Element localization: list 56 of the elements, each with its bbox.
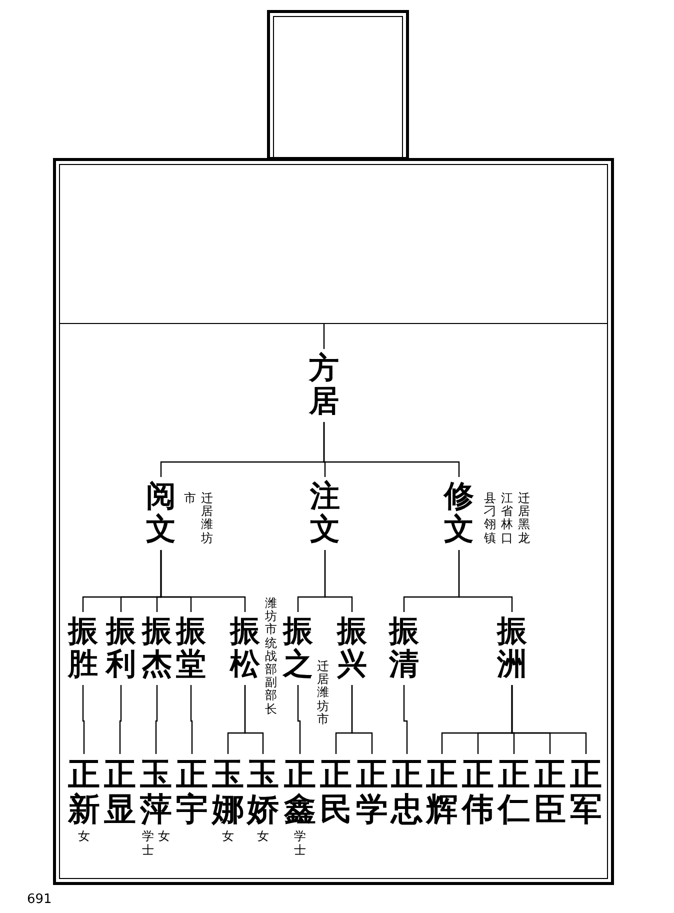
tablet-box (267, 10, 409, 160)
tree-line (324, 550, 353, 612)
person-name: 正鑫 (284, 757, 316, 828)
person-name: 正新 (68, 757, 100, 828)
tree-line (155, 685, 158, 754)
tree-line (403, 685, 408, 754)
tree-line (119, 685, 122, 754)
tree-line (323, 422, 460, 477)
person-name: 振兴 (337, 615, 367, 681)
person-name: 振洲 (497, 615, 527, 681)
person-name: 振胜 (68, 615, 98, 681)
person-name: 振杰 (142, 615, 172, 681)
note-text: 学士 (294, 830, 306, 857)
person-name: 正宇 (176, 757, 208, 828)
note-text: 迁居黑龙江省林口县刁翎镇 (484, 492, 530, 545)
tree-line (82, 685, 85, 754)
person-name: 阅文 (146, 480, 176, 546)
person-name: 振清 (389, 615, 419, 681)
note-text: 女 (257, 830, 269, 844)
frame-box (53, 158, 614, 885)
tree-line (351, 685, 373, 754)
person-name: 正民 (320, 757, 352, 828)
tree-line (458, 550, 513, 612)
person-name: 正忠 (391, 757, 423, 828)
person-name: 振之 (283, 615, 313, 681)
note-text: 迁居潍坊市 (184, 492, 213, 545)
person-name: 振利 (106, 615, 136, 681)
person-name: 玉娜 (212, 757, 244, 828)
person-name: 正仁 (498, 757, 530, 828)
page-number: 691 (27, 891, 52, 909)
note-text: 女 (158, 830, 170, 846)
tree-line (297, 685, 301, 754)
tree-line (511, 685, 587, 754)
note-text: 学士 (142, 830, 154, 857)
note-text: 女 (78, 830, 90, 844)
person-name: 玉娇 (247, 757, 279, 828)
person-name: 玉萍 (140, 757, 172, 828)
tree-line (160, 550, 246, 612)
person-name: 正军 (570, 757, 602, 828)
note-text: 潍坊市统战部副部长 (265, 597, 277, 716)
person-name: 正伟 (462, 757, 494, 828)
person-name: 正显 (104, 757, 136, 828)
person-name: 正臣 (534, 757, 566, 828)
tree-line (190, 685, 193, 754)
person-name: 振松 (230, 615, 260, 681)
person-name: 方居 (309, 352, 339, 418)
person-name: 修文 (444, 480, 474, 546)
person-name: 振堂 (176, 615, 206, 681)
person-name: 注文 (310, 480, 340, 546)
note-text: 迁居潍坊市 (317, 660, 329, 726)
person-name: 正辉 (426, 757, 458, 828)
tree-line (244, 685, 264, 754)
note-text: 女 (222, 830, 234, 844)
tree-line (323, 323, 325, 349)
header-band (59, 164, 608, 324)
person-name: 正学 (356, 757, 388, 828)
